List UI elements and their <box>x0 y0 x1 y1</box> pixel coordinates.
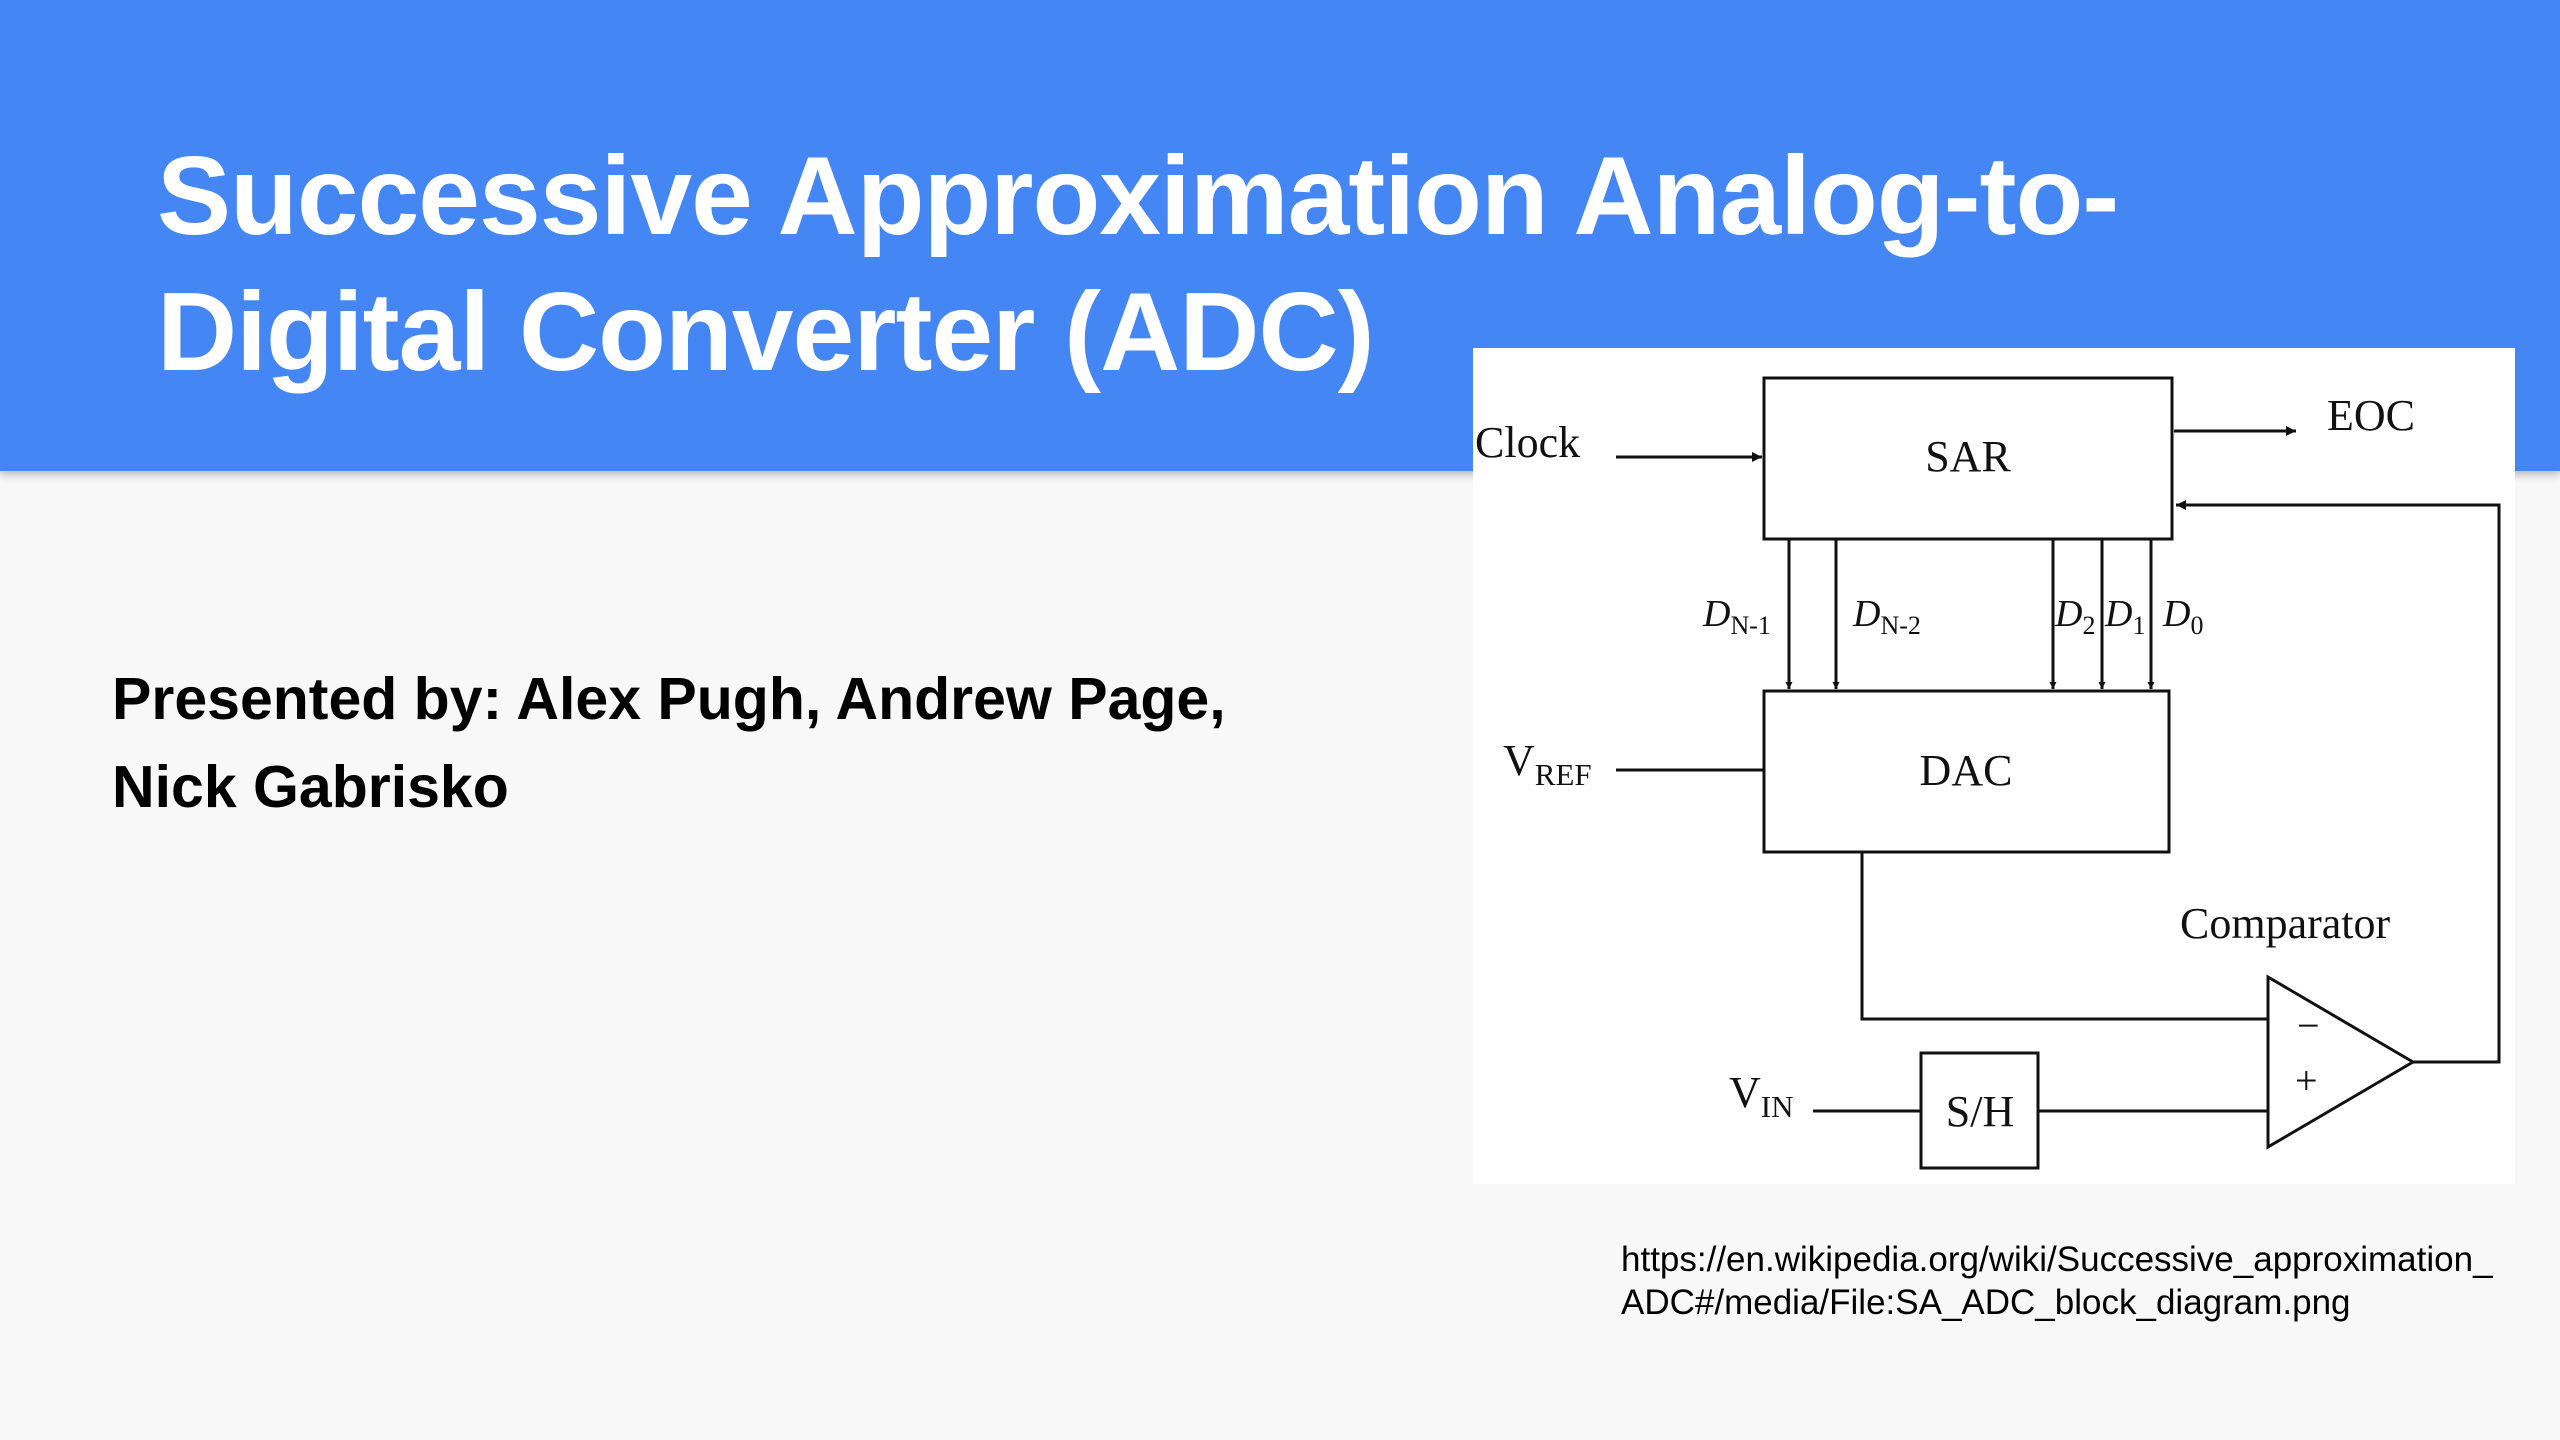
bit-label-d1: D1 <box>2104 593 2145 640</box>
block-diagram-svg: SAR DAC S/H Comparator − + Clock EOC VRE… <box>1475 376 2501 1170</box>
comparator-minus-sign: − <box>2297 1003 2320 1048</box>
vin-label-main: V <box>1729 1068 1761 1117</box>
bit-label-d2-main: D <box>2054 593 2082 635</box>
sar-block <box>1762 376 2174 541</box>
vref-label-sub: REF <box>1535 757 1592 792</box>
bit-label-dn1: DN-1 <box>1702 593 1771 640</box>
comparator-triangle <box>2266 974 2416 1150</box>
bit-label-d0: D0 <box>2162 593 2203 640</box>
source-line-1: https://en.wikipedia.org/wiki/Successive… <box>1621 1240 2493 1279</box>
sar-label: SAR <box>1925 432 2011 481</box>
vref-label: VREF <box>1503 736 1592 792</box>
dac-label: DAC <box>1920 746 2013 795</box>
clock-label: Clock <box>1475 418 1580 467</box>
vref-label-main: V <box>1503 736 1535 785</box>
eoc-label: EOC <box>2327 391 2415 440</box>
vin-label-sub: IN <box>1761 1089 1794 1124</box>
bit-label-dn2: DN-2 <box>1852 593 1921 640</box>
slide-title: Successive Approximation Analog-to- Digi… <box>157 128 2157 400</box>
source-line-2: ADC#/media/File:SA_ADC_block_diagram.png <box>1621 1283 2351 1322</box>
sar-adc-block-diagram: SAR DAC S/H Comparator − + Clock EOC VRE… <box>1473 348 2515 1184</box>
presenters-line-1: Presented by: Alex Pugh, Andrew Page, <box>112 666 1226 732</box>
slide-title-line-2: Digital Converter (ADC) <box>157 270 1375 394</box>
vin-label: VIN <box>1729 1068 1794 1124</box>
comparator-label: Comparator <box>2180 899 2391 948</box>
bit-label-d0-main: D <box>2162 593 2190 635</box>
slide-title-line-1: Successive Approximation Analog-to- <box>157 134 2119 258</box>
bit-label-dn2-main: D <box>1852 593 1880 635</box>
bit-label-dn2-sub: N-2 <box>1880 611 1920 640</box>
dac-to-comparator-wire <box>1860 852 2268 1021</box>
presenters-text: Presented by: Alex Pugh, Andrew Page, Ni… <box>112 655 1392 831</box>
bit-label-d1-sub: 1 <box>2132 611 2145 640</box>
bit-label-d1-main: D <box>2104 593 2132 635</box>
bit-label-d2: D2 <box>2054 593 2095 640</box>
sh-label: S/H <box>1946 1087 2014 1136</box>
bit-label-dn1-main: D <box>1702 593 1730 635</box>
presenters-line-2: Nick Gabrisko <box>112 754 509 820</box>
feedback-wire <box>2176 500 2501 1064</box>
bit-label-d0-sub: 0 <box>2190 611 2203 640</box>
bit-label-dn1-sub: N-1 <box>1730 611 1770 640</box>
bit-label-d2-sub: 2 <box>2082 611 2095 640</box>
comparator-plus-sign: + <box>2295 1058 2318 1103</box>
source-citation: https://en.wikipedia.org/wiki/Successive… <box>1621 1238 2541 1324</box>
